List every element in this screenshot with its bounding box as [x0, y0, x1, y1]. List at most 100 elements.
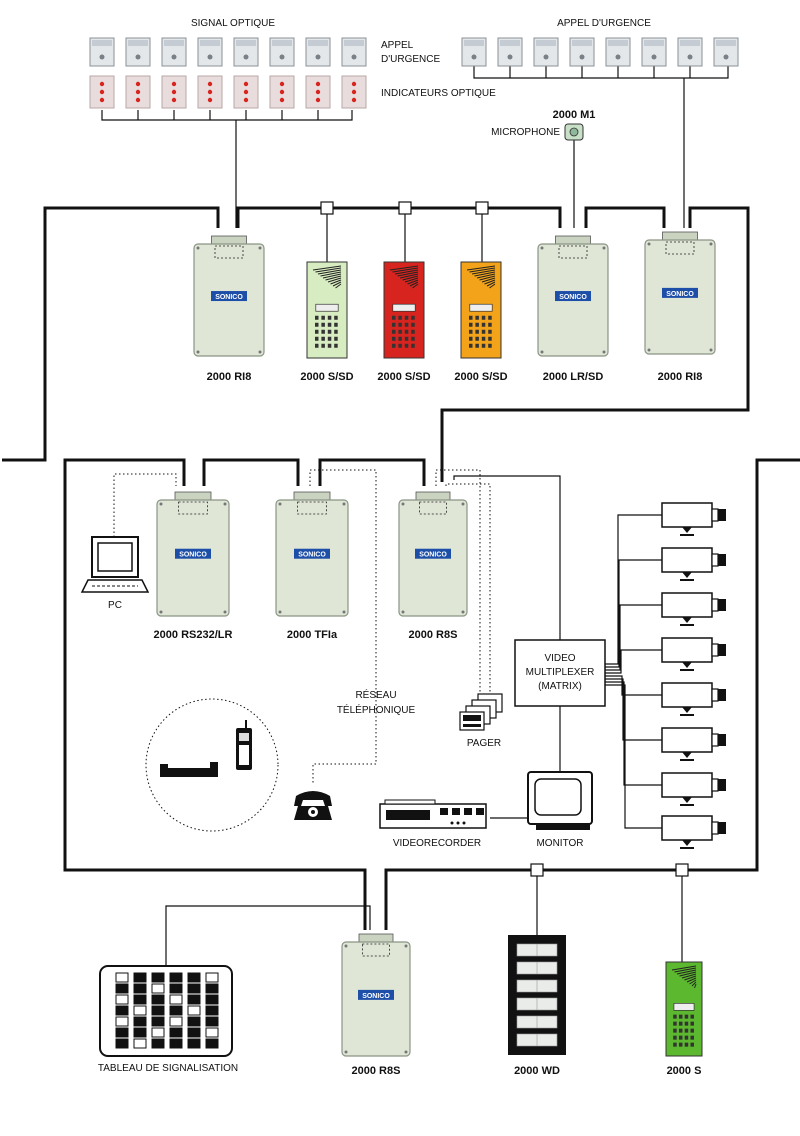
signal-lamp [115, 1038, 129, 1049]
reseau-label-line1: RÉSEAU [355, 688, 396, 701]
dotted-lines [113, 469, 491, 785]
signal-lamp [133, 972, 147, 983]
camera-icon [605, 637, 726, 674]
signal-lamp [205, 994, 219, 1005]
optical-indicator [197, 75, 223, 109]
video-multiplexer-line1: VIDEO [544, 653, 575, 664]
signal-lamp [169, 1016, 183, 1027]
signal-lamp [133, 1038, 147, 1049]
signal-lamp [133, 983, 147, 994]
tableau-label: TABLEAU DE SIGNALISATION [98, 1063, 238, 1074]
device-label-rs232: 2000 RS232/LR [154, 629, 233, 641]
brand-plate: SONICO [179, 552, 207, 559]
signal-lamp [151, 994, 165, 1005]
device-label-lrsd: 2000 LR/SD [543, 371, 604, 383]
signal-lamp [187, 994, 201, 1005]
base-station-icon [160, 762, 218, 777]
signal-lamp [205, 972, 219, 983]
signal-lamp [115, 1005, 129, 1016]
indicateurs-optique-row [89, 75, 367, 109]
pager-label: PAGER [467, 738, 501, 749]
camera-icon [605, 547, 726, 668]
housing-r8s-bottom: SONICO [341, 933, 411, 1057]
signal-lamp [187, 1027, 201, 1038]
camera-icon [605, 678, 726, 761]
housing-lrsd: SONICO [537, 235, 609, 357]
signal-lamp [205, 983, 219, 994]
brand-plate: SONICO [215, 294, 243, 301]
call-button [713, 37, 739, 67]
cctv-cameras [605, 502, 726, 849]
call-button [305, 37, 331, 67]
signal-lamp [133, 1027, 147, 1038]
optical-indicator [341, 75, 367, 109]
microphone-icon [564, 123, 584, 141]
reseau-label-line2: TÉLÉPHONIQUE [337, 703, 416, 716]
signal-lamp [151, 1016, 165, 1027]
intercom-ssd-green [306, 261, 348, 359]
call-button [497, 37, 523, 67]
signal-lamp [169, 1038, 183, 1049]
signal-lamp [169, 1027, 183, 1038]
call-button [89, 37, 115, 67]
signal-lamp [205, 1027, 219, 1038]
optical-indicator [269, 75, 295, 109]
signal-optique-label: SIGNAL OPTIQUE [191, 18, 275, 29]
signal-lamp [169, 994, 183, 1005]
signal-lamp [169, 1005, 183, 1016]
signal-lamp [151, 1027, 165, 1038]
device-label-s-green: 2000 S [667, 1065, 702, 1077]
call-button [569, 37, 595, 67]
appel-label-line1: APPEL [381, 40, 414, 51]
device-label-ssd-green: 2000 S/SD [300, 371, 353, 383]
signal-lamp [187, 1005, 201, 1016]
telephone-icon [294, 791, 332, 820]
camera-icon [605, 592, 726, 671]
camera-icon [605, 684, 726, 849]
wireless-zone [145, 698, 279, 832]
brand-plate: SONICO [666, 291, 694, 298]
camera-icon [605, 502, 726, 665]
pager-icon [459, 693, 503, 731]
thin-lines [101, 66, 729, 966]
intercom-ssd-orange [460, 261, 502, 359]
device-label-r8s-bottom: 2000 R8S [352, 1065, 401, 1077]
signal-lamp [115, 972, 129, 983]
optical-indicator [161, 75, 187, 109]
call-button [605, 37, 631, 67]
signal-lamp [151, 1038, 165, 1049]
device-label-ri8-right: 2000 RI8 [658, 371, 703, 383]
appel-durgence-top-label: APPEL D'URGENCE [557, 18, 651, 29]
mobile-phone-icon [236, 720, 252, 770]
call-button [161, 37, 187, 67]
appel-durgence-row-right [461, 37, 739, 67]
microphone-label: MICROPHONE [491, 127, 560, 138]
signal-lamp [133, 1005, 147, 1016]
signal-lamp [133, 994, 147, 1005]
brand-plate: SONICO [362, 993, 390, 1000]
brand-plate: SONICO [298, 552, 326, 559]
call-button [341, 37, 367, 67]
signal-lamp [205, 1016, 219, 1027]
appel-durgence-row-left [89, 37, 367, 67]
monitor-label: MONITOR [536, 838, 583, 849]
signal-lamp [133, 1016, 147, 1027]
call-button [533, 37, 559, 67]
bus-taps [320, 201, 689, 877]
optical-indicator [233, 75, 259, 109]
signal-lamp [151, 972, 165, 983]
housing-ri8-left: SONICO [193, 235, 265, 357]
device-label-ri8-left: 2000 RI8 [207, 371, 252, 383]
device-label-ssd-orange: 2000 S/SD [454, 371, 507, 383]
device-label-r8s-mid: 2000 R8S [409, 629, 458, 641]
appel-label-line2: D'URGENCE [381, 54, 440, 65]
call-button [641, 37, 667, 67]
call-button [677, 37, 703, 67]
signal-lamp [205, 1038, 219, 1049]
video-multiplexer-line2: MULTIPLEXER [526, 667, 595, 678]
signal-lamp [205, 1005, 219, 1016]
signal-lamp [115, 983, 129, 994]
